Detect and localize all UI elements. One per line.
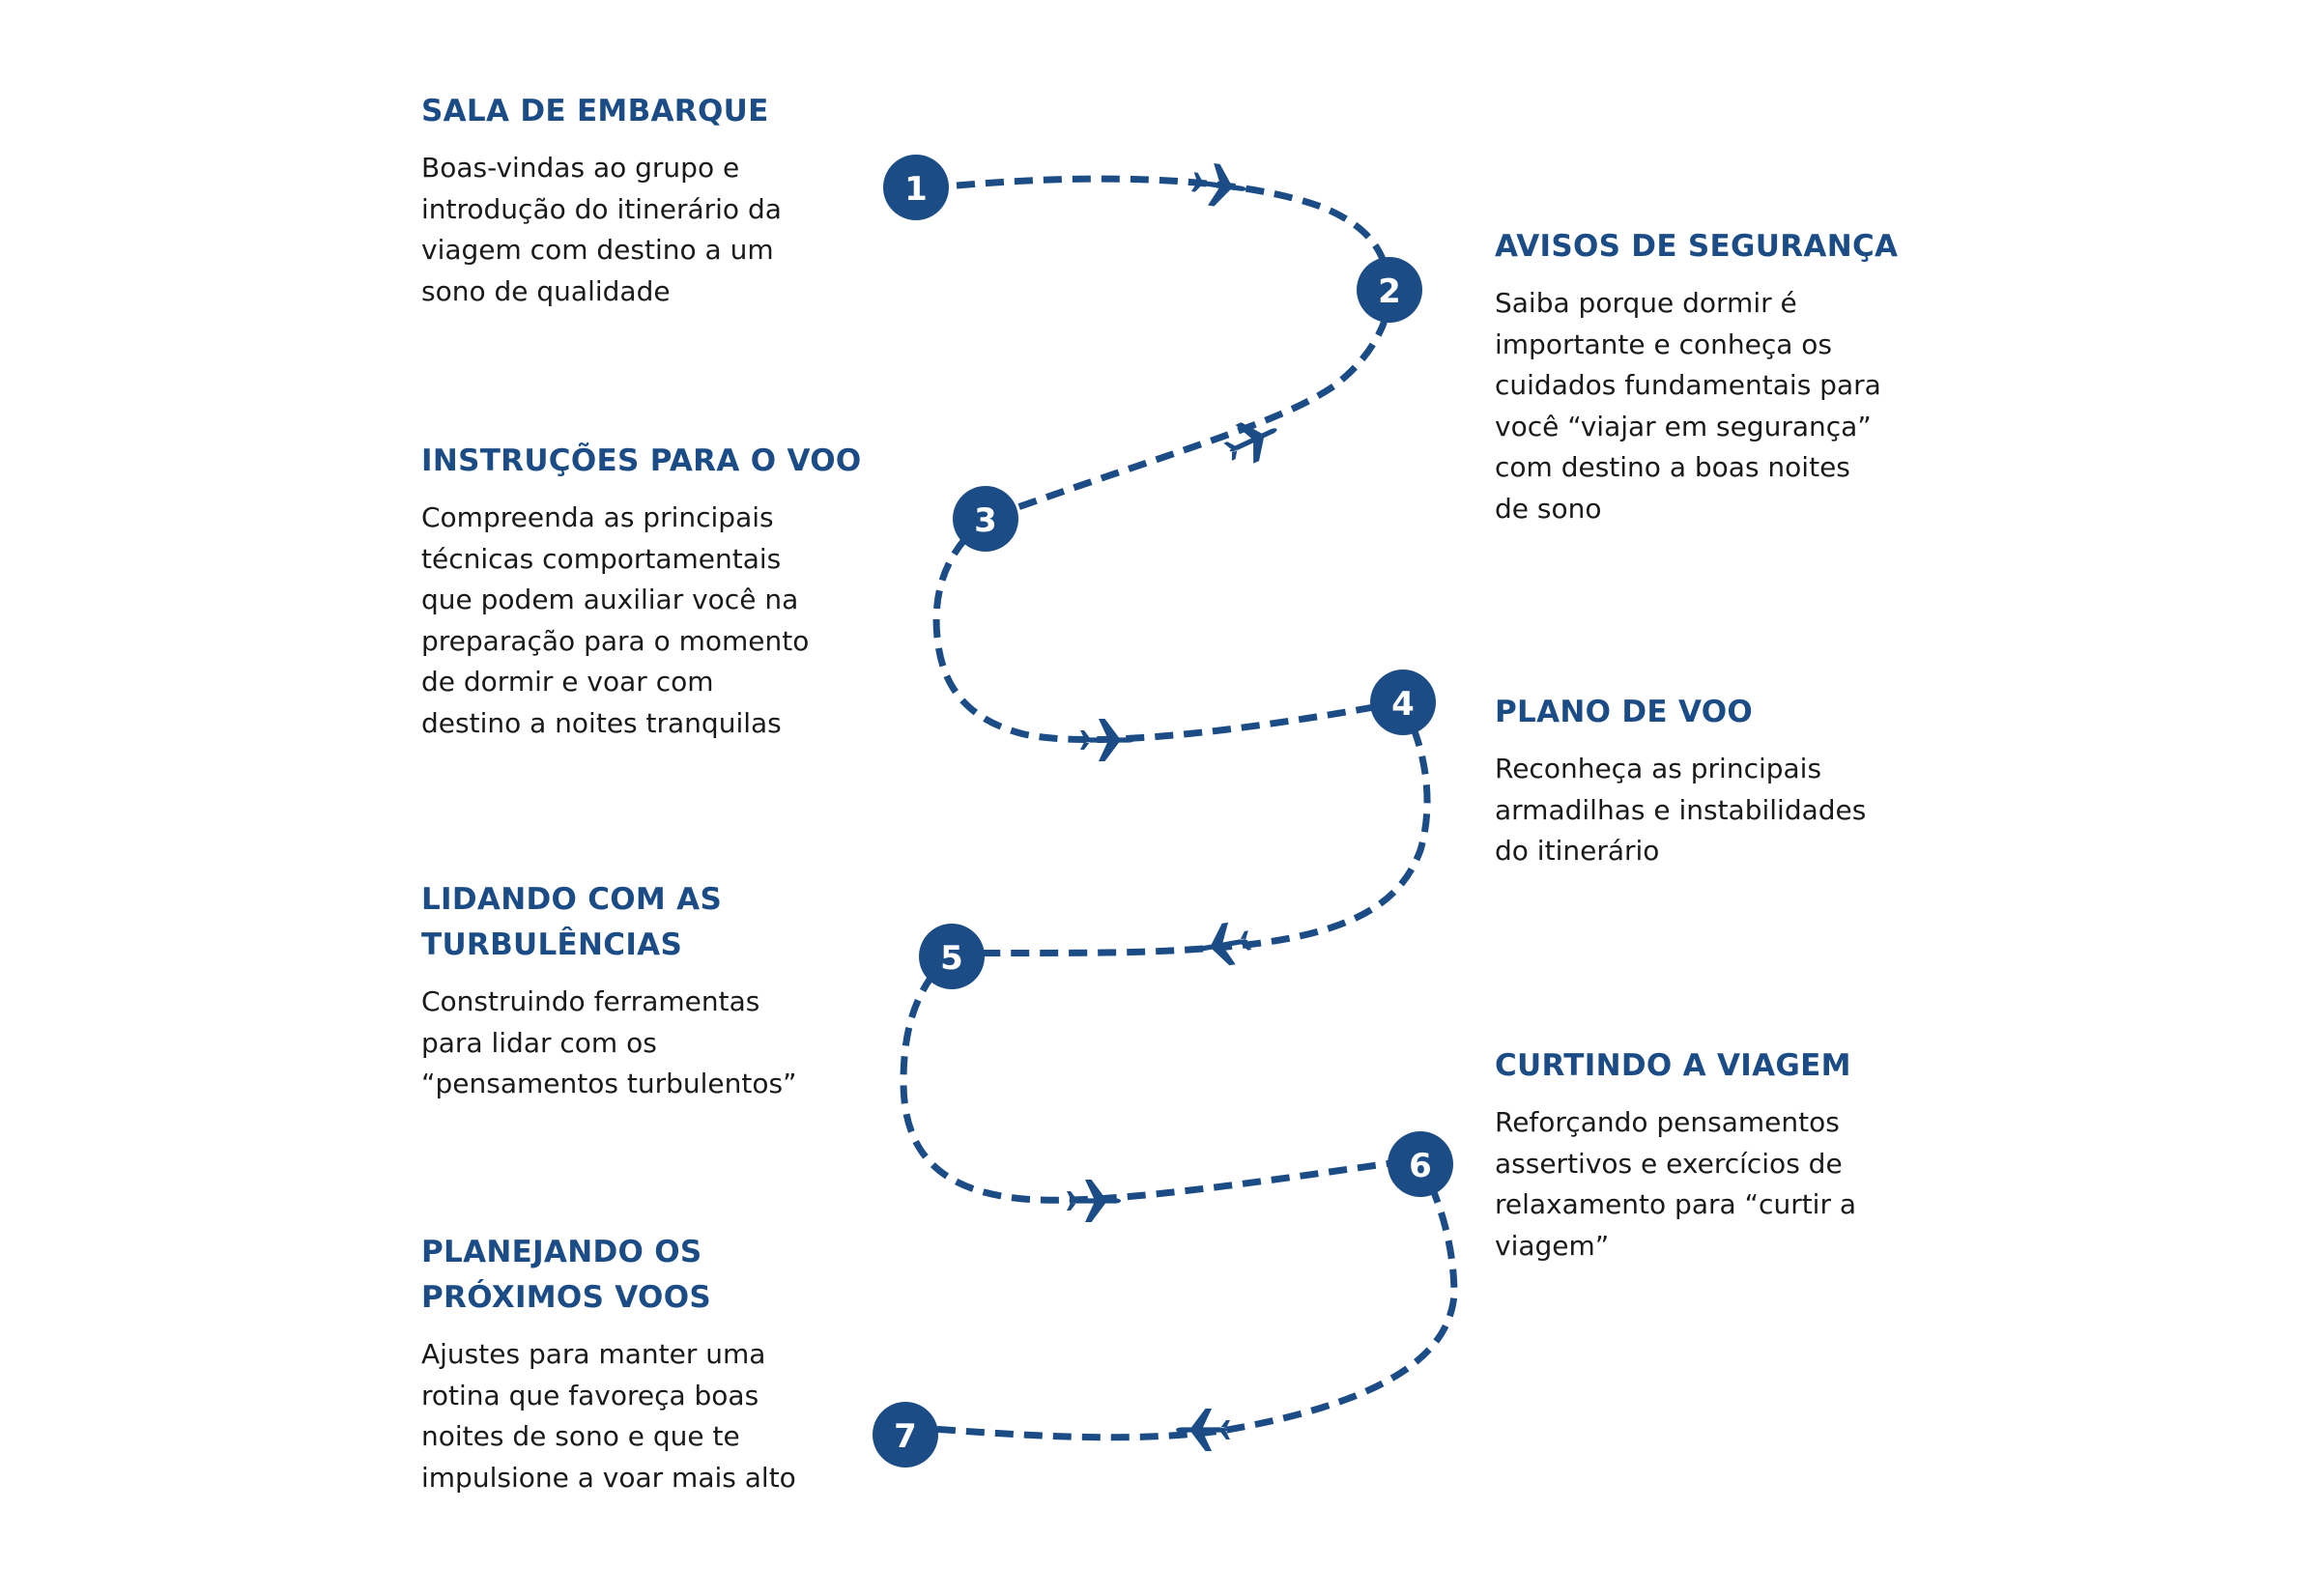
- step-title: INSTRUÇÕES PARA O VOO: [421, 443, 862, 478]
- airplane-icon: [1067, 1180, 1121, 1222]
- step-5-block: LIDANDO COM AS TURBULÊNCIAS Construindo …: [421, 877, 797, 1105]
- step-title: PLANO DE VOO: [1495, 695, 1754, 729]
- step-number: 7: [894, 1417, 917, 1456]
- step-number: 1: [904, 170, 928, 209]
- step-number: 3: [974, 501, 997, 540]
- step-number: 2: [1378, 272, 1401, 311]
- step-node-2: 2: [1357, 257, 1422, 323]
- step-description: Reconheça as principais armadilhas e ins…: [1495, 753, 1867, 867]
- step-number: 4: [1391, 685, 1415, 724]
- airplane-icon: [1176, 1409, 1230, 1451]
- step-number: 6: [1409, 1147, 1432, 1185]
- step-4-block: PLANO DE VOO Reconheça as principais arm…: [1495, 690, 1866, 872]
- airplane-icon: [1189, 160, 1249, 211]
- step-description: Construindo ferramentas para lidar com o…: [421, 985, 797, 1099]
- step-7-block: PLANEJANDO OS PRÓXIMOS VOOS Ajustes para…: [421, 1230, 796, 1498]
- dashed-flight-path: [900, 175, 1458, 1441]
- step-description: Saiba porque dormir é importante e conhe…: [1495, 287, 1881, 525]
- airplane-icon: [1192, 919, 1254, 971]
- step-node-1: 1: [883, 155, 949, 220]
- step-description: Ajustes para manter uma rotina que favor…: [421, 1338, 796, 1494]
- step-title: PLANEJANDO OS PRÓXIMOS VOOS: [421, 1235, 711, 1315]
- step-title: SALA DE EMBARQUE: [421, 94, 769, 128]
- step-2-block: AVISOS DE SEGURANÇA Saiba porque dormir …: [1495, 224, 1898, 529]
- step-title: AVISOS DE SEGURANÇA: [1495, 229, 1899, 264]
- airplane-icon: [1080, 719, 1134, 761]
- step-3-block: INSTRUÇÕES PARA O VOO Compreenda as prin…: [421, 439, 862, 744]
- step-node-5: 5: [919, 924, 985, 989]
- step-node-4: 4: [1370, 670, 1436, 735]
- step-description: Boas-vindas ao grupo e introdução do iti…: [421, 152, 782, 307]
- step-6-block: CURTINDO A VIAGEM Reforçando pensamentos…: [1495, 1043, 1856, 1267]
- step-node-7: 7: [873, 1402, 938, 1468]
- step-number: 5: [940, 939, 963, 978]
- step-description: Compreenda as principais técnicas compor…: [421, 501, 810, 739]
- step-description: Reforçando pensamentos assertivos e exer…: [1495, 1106, 1857, 1262]
- step-node-6: 6: [1388, 1131, 1453, 1197]
- step-1-block: SALA DE EMBARQUE Boas-vindas ao grupo e …: [421, 89, 782, 312]
- step-title: CURTINDO A VIAGEM: [1495, 1048, 1851, 1083]
- step-title: LIDANDO COM AS TURBULÊNCIAS: [421, 882, 723, 962]
- step-node-3: 3: [953, 486, 1018, 552]
